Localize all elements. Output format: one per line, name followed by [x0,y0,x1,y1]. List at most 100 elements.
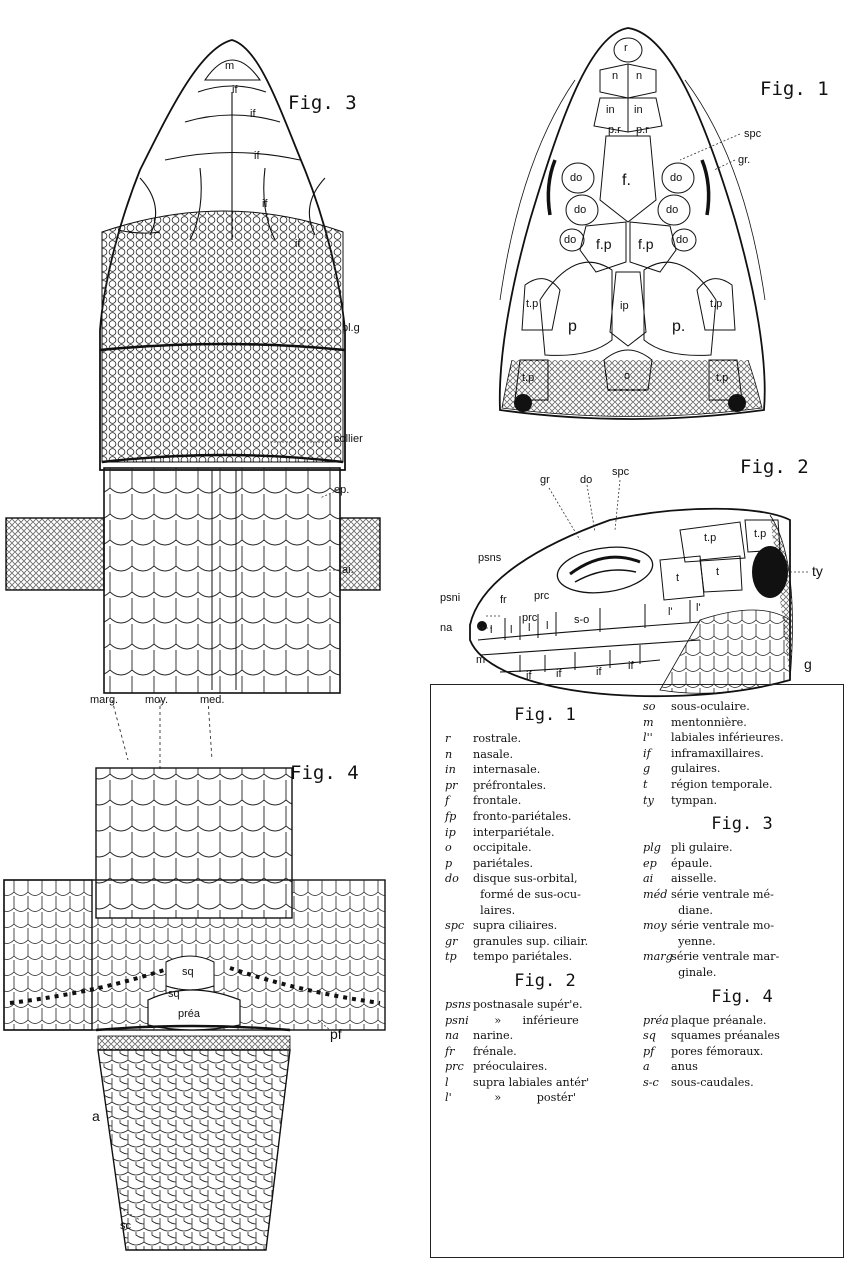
legend-abbreviation: na [445,1028,473,1044]
fig1-label-in: in [634,104,643,116]
fig2-label-prc: prc [534,590,549,602]
legend-abbreviation: f [445,793,473,809]
legend-abbreviation [643,903,671,919]
fig2-label-if: if [596,666,602,678]
legend-abbreviation [445,887,473,903]
legend-definition: tempo pariétales. [473,949,645,965]
fig1-label-do: do [676,234,688,246]
fig4-title: Fig. 4 [290,762,359,784]
legend-definition: formé de sus-ocu- [473,887,645,903]
legend-entry: formé de sus-ocu- [445,887,645,903]
legend-abbreviation: r [445,731,473,747]
legend-entry: fpfronto-pariétales. [445,809,645,825]
legend-abbreviation: spc [445,918,473,934]
legend-definition: disque sus-orbital, [473,871,645,887]
fig2-label-ty: ty [812,563,823,579]
legend-abbreviation: gr [445,934,473,950]
fig1-label-fp: f.p [638,236,654,252]
legend-definition: laires. [473,903,645,919]
fig1-label-o: o [624,370,630,382]
legend-definition: diane. [671,903,841,919]
legend-definition: anus [671,1059,841,1075]
legend-abbreviation: m [643,715,671,731]
fig3-title: Fig. 3 [288,92,357,114]
fig3-label-med: med. [200,694,224,706]
fig3-label-ep: ep. [334,484,349,496]
fig2-label-gr: gr [540,474,550,486]
legend-definition: rostrale. [473,731,645,747]
legend-abbreviation: psns [445,997,473,1013]
legend-abbreviation: méd [643,887,671,903]
fig2-label-l: l [490,624,492,636]
fig2-label-so: s-o [574,614,589,626]
legend-abbreviation [643,934,671,950]
fig2-label-spc: spc [612,466,629,478]
legend-abbreviation: if [643,746,671,762]
legend-entry: s-csous-caudales. [643,1075,841,1091]
legend-abbreviation: n [445,747,473,763]
fig1-title: Fig. 1 [760,78,829,100]
legend-definition: internasale. [473,762,645,778]
legend-abbreviation: moy [643,918,671,934]
legend-definition: nasale. [473,747,645,763]
legend-definition: série ventrale mar- [671,949,841,965]
legend-definition: plaque préanale. [671,1013,841,1029]
fig1-label-do: do [666,204,678,216]
fig2-label-fr: fr [500,594,507,606]
legend-section-title: Fig. 2 [445,971,645,991]
legend-abbreviation: so [643,699,671,715]
fig2-label-lp: l' [696,602,701,614]
legend-abbreviation: ai [643,871,671,887]
legend-entry: psni » inférieure [445,1013,645,1029]
legend-entry: grgranules sup. ciliair. [445,934,645,950]
legend-definition: région temporale. [671,777,841,793]
legend-entry: mmentonnière. [643,715,841,731]
fig4-label-pf: pf [330,1026,342,1042]
legend-definition: préfrontales. [473,778,645,794]
legend-definition: labiales inférieures. [671,730,841,746]
fig3-drawing [6,40,380,693]
fig3-label-marg: marg. [90,694,118,706]
legend-definition: squames préanales [671,1028,841,1044]
legend-abbreviation: a [643,1059,671,1075]
legend-abbreviation: sq [643,1028,671,1044]
legend-definition: supra labiales antér' [473,1075,645,1091]
fig2-label-t: t [716,566,719,578]
fig4-label-sc: sc [120,1220,131,1232]
fig2-label-if: if [556,668,562,680]
fig2-label-psns: psns [478,552,501,564]
fig1-label-tp: t.p [710,298,722,310]
fig2-label-tp: t.p [754,528,766,540]
fig2-label-l: l [546,620,548,632]
legend-definition: sous-caudales. [671,1075,841,1091]
legend-abbreviation [643,965,671,981]
fig1-label-pr: p.r [636,124,649,136]
legend-abbreviation: l [445,1075,473,1091]
legend-abbreviation: p [445,856,473,872]
fig3-label-if: if [250,108,256,120]
legend-entry: nnasale. [445,747,645,763]
legend-abbreviation: psni [445,1013,473,1029]
legend-abbreviation: ep [643,856,671,872]
legend-definition: granules sup. ciliair. [473,934,645,950]
legend-section-title: Fig. 1 [445,705,645,725]
legend-entry: yenne. [643,934,841,950]
fig2-label-tp: t.p [704,532,716,544]
legend-abbreviation: prc [445,1059,473,1075]
legend-entry: laires. [445,903,645,919]
legend-abbreviation: fr [445,1044,473,1060]
fig1-label-tp: t.p [716,372,728,384]
legend-definition: pariétales. [473,856,645,872]
